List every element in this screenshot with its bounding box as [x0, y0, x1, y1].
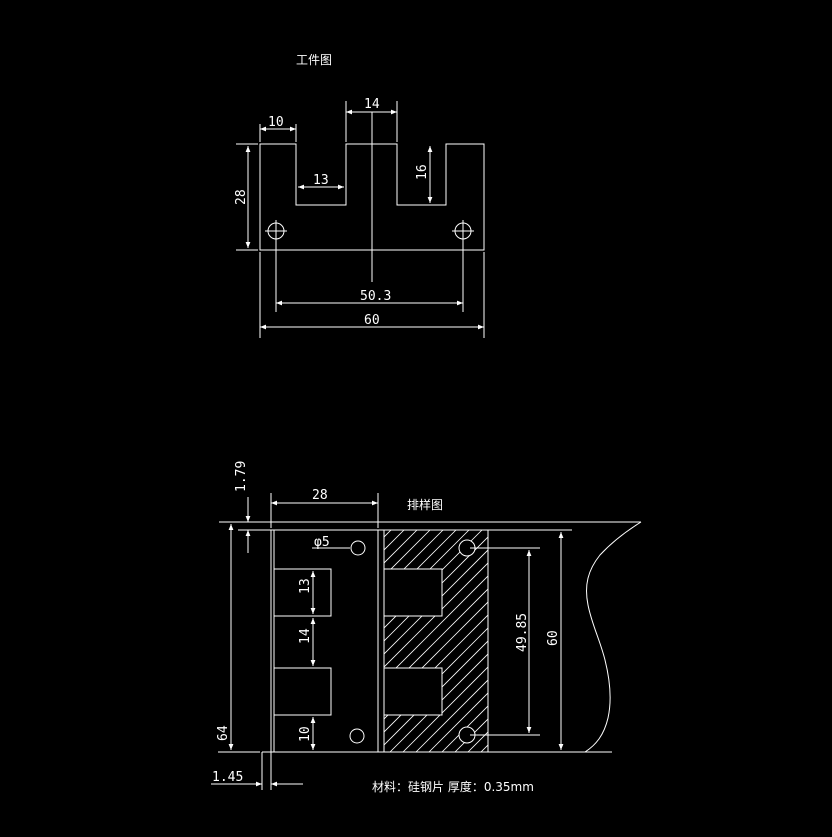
dim-phi5: φ5: [314, 535, 330, 550]
workpiece-outline: [259, 143, 485, 251]
dim-13-slot: 13: [298, 578, 313, 594]
dim-28-step: 28: [312, 488, 328, 503]
layout-drawing: 排样图 φ5 1.79: [211, 461, 642, 794]
layout-piece-hatched: [383, 529, 489, 753]
dim-1-45: 1.45: [212, 770, 243, 785]
dim-13: 13: [313, 173, 329, 188]
strip-break-line: [584, 521, 642, 753]
material-note: 材料：硅钢片 厚度：0.35mm: [372, 779, 534, 794]
workpiece-hole-left: [265, 220, 287, 242]
layout-hole-left-top: [350, 540, 366, 556]
dim-14-tooth: 14: [298, 628, 313, 644]
dim-14: 14: [364, 97, 380, 112]
layout-hole-left-bottom: [349, 728, 365, 744]
dim-60-layout: 60: [546, 630, 561, 646]
dim-10: 10: [268, 115, 284, 130]
workpiece-title: 工件图: [296, 53, 332, 67]
workpiece-drawing: 工件图 10 14 13 16: [234, 53, 485, 338]
dim-60: 60: [364, 313, 380, 328]
dim-1-79: 1.79: [234, 461, 249, 492]
workpiece-hole-right: [452, 220, 474, 242]
dim-49-85: 49.85: [515, 613, 530, 652]
dim-16: 16: [415, 164, 430, 180]
layout-piece-left: [273, 529, 379, 753]
dim-50-3: 50.3: [360, 289, 391, 304]
dim-28: 28: [234, 189, 249, 205]
dim-64: 64: [216, 725, 231, 741]
layout-title: 排样图: [407, 497, 443, 512]
dim-10-bottom: 10: [298, 726, 313, 742]
